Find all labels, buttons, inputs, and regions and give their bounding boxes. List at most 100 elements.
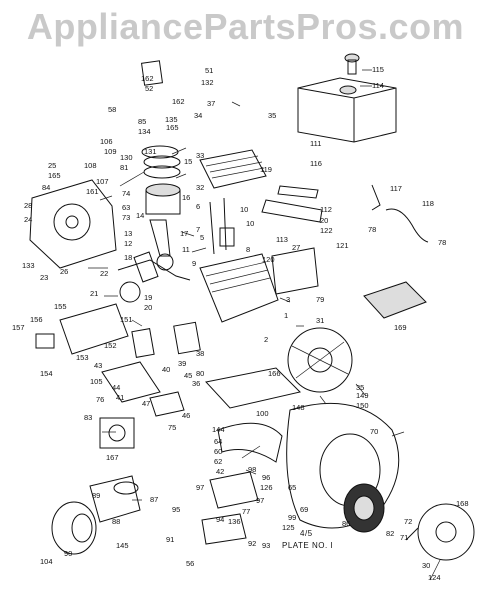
callout-95: 95 xyxy=(172,505,180,514)
starter-cup xyxy=(343,483,385,533)
callout-6: 6 xyxy=(196,202,200,211)
callout-21: 21 xyxy=(90,289,98,298)
leader-lines xyxy=(88,69,441,581)
callout-10: 10 xyxy=(246,219,254,228)
callout-51: 51 xyxy=(205,66,213,75)
callout-78: 78 xyxy=(438,238,446,247)
callout-72: 72 xyxy=(404,517,412,526)
callout-38: 38 xyxy=(196,349,204,358)
callout-26: 26 xyxy=(60,267,68,276)
callout-118: 118 xyxy=(422,199,434,208)
callout-5: 5 xyxy=(200,233,204,242)
callout-28: 28 xyxy=(24,201,32,210)
callout-44: 44 xyxy=(112,383,120,392)
callout-145: 145 xyxy=(116,541,129,550)
callout-156: 156 xyxy=(30,315,43,324)
callout-2: 2 xyxy=(264,335,268,344)
callout-83: 83 xyxy=(84,413,92,422)
cylinder-head xyxy=(199,149,267,189)
callout-69: 69 xyxy=(300,505,308,514)
callout-152: 152 xyxy=(104,341,117,350)
callout-9: 9 xyxy=(192,259,196,268)
callout-labels: 51 132 162 52 58 162 115 114 37 85 135 1… xyxy=(12,65,469,582)
callout-65: 65 xyxy=(288,483,296,492)
recoil-starter xyxy=(405,503,475,561)
callout-134: 134 xyxy=(138,127,151,136)
callout-41: 41 xyxy=(116,393,124,402)
callout-75: 75 xyxy=(168,423,176,432)
callout-77: 77 xyxy=(242,507,250,516)
callout-70: 70 xyxy=(370,427,378,436)
callout-167: 167 xyxy=(106,453,119,462)
callout-162: 162 xyxy=(172,97,185,106)
callout-46: 46 xyxy=(182,411,190,420)
callout-126: 126 xyxy=(260,483,273,492)
callout-117: 117 xyxy=(390,184,402,193)
callout-120: 120 xyxy=(262,255,275,264)
callout-135: 135 xyxy=(165,115,178,124)
callout-169: 169 xyxy=(394,323,407,332)
callout-94: 94 xyxy=(216,515,224,524)
callout-20: 20 xyxy=(144,303,152,312)
valves xyxy=(209,197,227,255)
callout-98: 98 xyxy=(248,465,256,474)
callout-121: 121 xyxy=(336,241,349,250)
callout-165: 165 xyxy=(48,171,61,180)
callout-82: 82 xyxy=(386,529,394,538)
callout-106: 106 xyxy=(100,137,113,146)
callout-32: 32 xyxy=(196,183,204,192)
air-deflector xyxy=(217,422,283,463)
callout-89: 89 xyxy=(92,491,100,500)
callout-114: 114 xyxy=(372,81,384,90)
callout-86: 86 xyxy=(342,519,350,528)
callout-150: 150 xyxy=(356,401,369,410)
callout-34: 34 xyxy=(194,111,202,120)
base-plate xyxy=(205,367,301,409)
callout-122: 122 xyxy=(320,226,333,235)
plate-number: PLATE NO. I xyxy=(282,541,333,550)
breather-gasket xyxy=(271,247,319,295)
muffler-guard xyxy=(89,475,141,523)
callout-109: 109 xyxy=(104,147,117,156)
callout-64: 64 xyxy=(214,437,222,446)
callout-35: 35 xyxy=(268,111,276,120)
callout-149: 149 xyxy=(356,391,369,400)
callout-92: 92 xyxy=(248,539,256,548)
callout-112: 112 xyxy=(320,205,332,214)
callout-74: 74 xyxy=(122,189,130,198)
callout-40: 40 xyxy=(162,365,170,374)
callout-104: 104 xyxy=(40,557,53,566)
callout-71: 71 xyxy=(400,533,408,542)
callout-154: 154 xyxy=(40,369,53,378)
callout-108: 108 xyxy=(84,161,97,170)
connecting-rod xyxy=(149,219,174,271)
callout-30: 30 xyxy=(422,561,430,570)
callout-97: 97 xyxy=(256,496,264,505)
callout-87: 87 xyxy=(150,495,158,504)
callout-165: 165 xyxy=(166,123,179,132)
callout-17: 17 xyxy=(180,229,188,238)
callout-166: 166 xyxy=(268,369,281,378)
callout-15: 15 xyxy=(184,157,192,166)
callout-14: 14 xyxy=(136,211,144,220)
callout-37: 37 xyxy=(207,99,215,108)
callout-24: 24 xyxy=(24,215,32,224)
site-watermark: AppliancePartsPros.com xyxy=(26,6,465,47)
callout-81: 81 xyxy=(120,163,128,172)
callout-116: 116 xyxy=(310,159,322,168)
callout-19: 19 xyxy=(144,293,152,302)
callout-31: 31 xyxy=(316,316,324,325)
callout-90: 90 xyxy=(64,549,72,558)
fuel-cap xyxy=(344,53,360,75)
piston xyxy=(145,183,181,215)
callout-1: 1 xyxy=(284,311,288,320)
callout-148: 148 xyxy=(292,403,305,412)
callout-27: 27 xyxy=(292,243,300,252)
callout-45: 45 xyxy=(184,371,192,380)
cylinder-block xyxy=(199,227,279,323)
flywheel xyxy=(287,327,353,393)
callout-115: 115 xyxy=(372,65,384,74)
callout-73: 73 xyxy=(122,213,130,222)
callout-132: 132 xyxy=(201,78,214,87)
